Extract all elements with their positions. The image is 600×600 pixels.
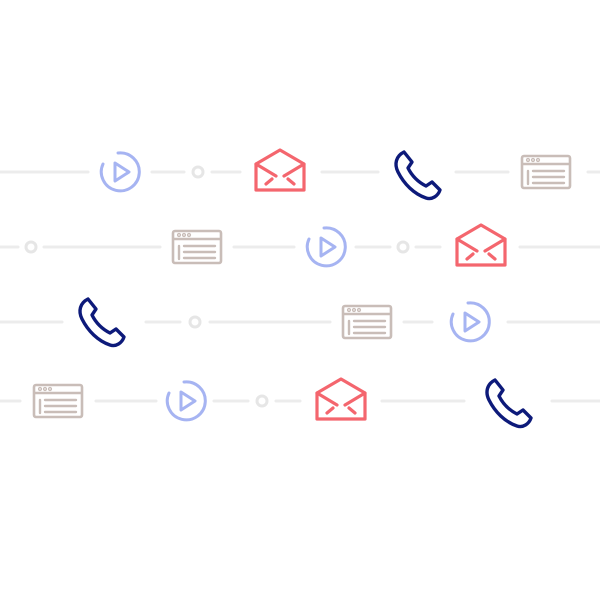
video-play-icon: [305, 226, 347, 268]
video-play-icon: [99, 151, 141, 193]
browser-window-icon: [32, 383, 84, 419]
envelope-icon: [455, 223, 507, 267]
envelope-icon: [315, 377, 367, 421]
browser-window-icon: [171, 229, 223, 265]
connector-dot: [24, 240, 38, 254]
connector-dot: [188, 315, 202, 329]
video-play-icon: [449, 301, 491, 343]
browser-window-icon: [520, 154, 572, 190]
row-1: [0, 148, 600, 201]
browser-window-icon: [341, 304, 393, 340]
connector-dot: [396, 240, 410, 254]
row-3: [0, 297, 600, 348]
envelope-icon: [254, 148, 306, 192]
phone-icon: [485, 378, 533, 429]
connector-dot: [255, 394, 269, 408]
video-play-icon: [165, 380, 207, 422]
connector-dot: [191, 165, 205, 179]
row-2: [0, 223, 600, 268]
phone-icon: [394, 150, 442, 201]
row-4: [0, 377, 600, 429]
phone-icon: [78, 297, 126, 348]
